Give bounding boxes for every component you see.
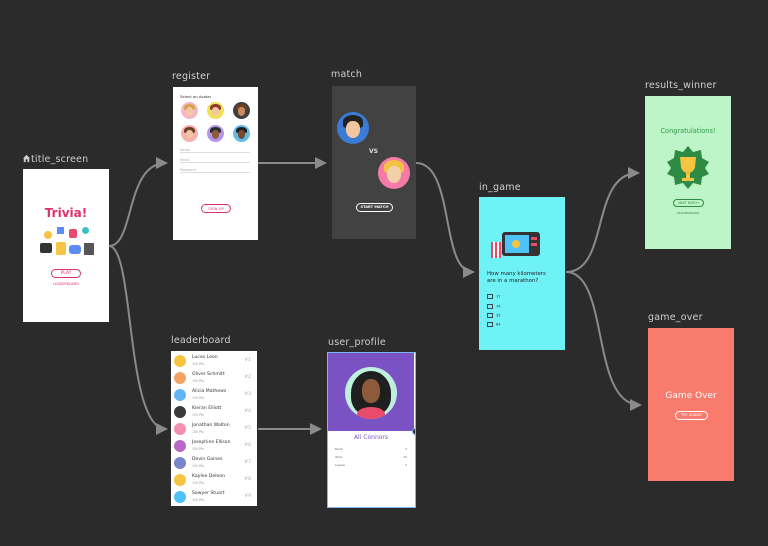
password-field[interactable]: Password [180,168,250,173]
email-field[interactable]: Email [180,158,250,163]
avatar [174,372,186,384]
avatar [174,474,186,486]
title-text: Trivia! [23,206,109,220]
avatar-option[interactable] [181,125,198,142]
tv-icon [502,232,540,256]
profile-name: Ali Connors [330,434,412,441]
player-two-avatar [378,157,410,189]
avatar [174,457,186,469]
question-text: How many kilometers are in a marathon? [487,271,553,285]
user-profile-label: user_profile [328,337,386,348]
answer-option[interactable]: 35 [487,313,501,318]
next-match-button[interactable]: NEXT MATCH [673,199,704,207]
avatar [174,406,186,418]
results-winner-screen[interactable]: Congratulations! NEXT MATCH LEADERBOARD [645,96,731,249]
results-winner-label: results_winner [645,80,717,91]
avatar [174,423,186,435]
avatar-option[interactable] [233,102,250,119]
avatar-option[interactable] [207,125,224,142]
game-over-label: game_over [648,312,703,323]
leaderboard-link[interactable]: LEADERBOARD [23,282,109,286]
popcorn-icon [491,242,501,258]
avatar [174,355,186,367]
name-field[interactable]: Name [180,148,250,153]
play-button[interactable]: PLAY [51,269,81,278]
in-game-screen[interactable]: How many kilometers are in a marathon? 1… [479,197,565,350]
answer-option[interactable]: 17 [487,294,501,299]
avatar-heading: Select an Avatar [180,94,211,99]
try-again-button[interactable]: TRY AGAIN? [675,411,708,420]
trophy-icon [665,145,711,189]
in-game-label: in_game [479,182,521,193]
title-screen-label: title_screen [22,154,88,165]
avatar-option[interactable] [207,102,224,119]
register-screen[interactable]: Select an Avatar Name Email Password SIG… [173,87,258,240]
title-screen[interactable]: Trivia! PLAY LEADERBOARD [23,169,109,322]
game-over-screen[interactable]: Game Over TRY AGAIN? [648,328,734,481]
home-icon [22,154,31,163]
congratulations-title: Congratulations! [645,127,731,135]
start-match-button[interactable]: START MATCH [356,203,393,212]
register-label: register [172,71,210,82]
profile-avatar [345,367,397,419]
answer-option[interactable]: 84 [487,322,501,327]
answer-option[interactable]: 74 [487,304,501,309]
avatar [174,440,186,452]
leaderboard-label: leaderboard [171,335,231,346]
game-over-title: Game Over [648,391,734,401]
match-label: match [331,69,362,80]
avatar-option[interactable] [181,102,198,119]
avatar-option[interactable] [233,125,250,142]
match-screen[interactable]: VS START MATCH [332,86,416,239]
results-leaderboard-link[interactable]: LEADERBOARD [645,211,731,215]
avatar [174,491,186,503]
signup-button[interactable]: SIGN UP [201,204,231,213]
vs-label: VS [369,148,378,155]
connection-handle[interactable] [412,428,416,435]
avatar [174,389,186,401]
title-illustration [36,225,96,263]
player-one-avatar [337,112,369,144]
